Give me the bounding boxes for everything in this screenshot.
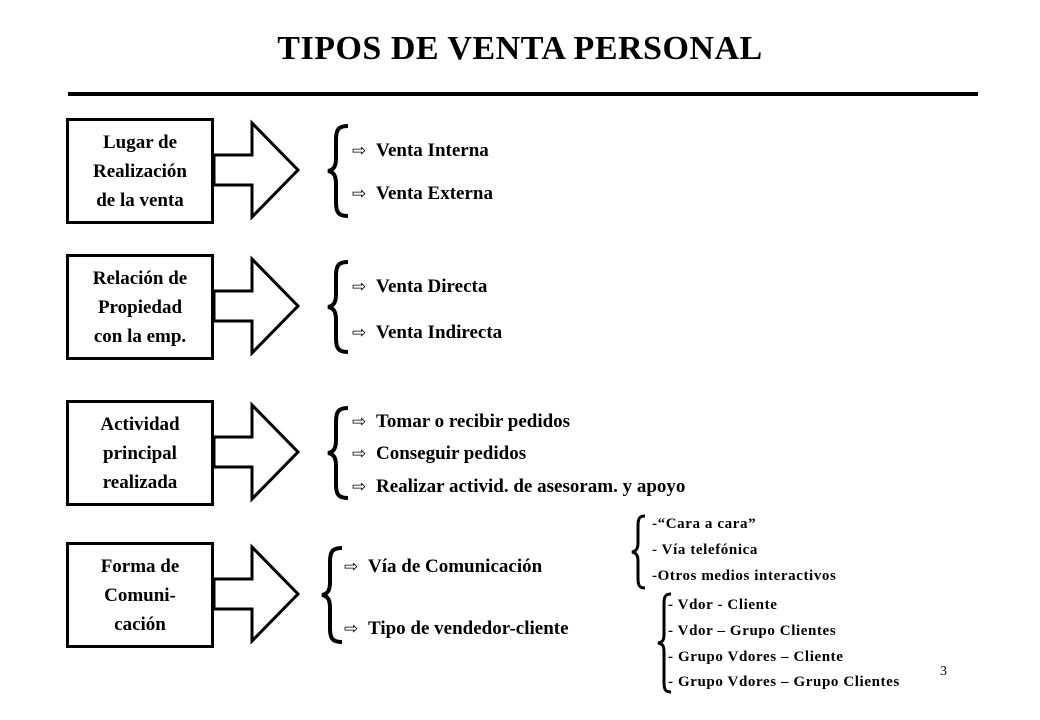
item-text: Realizar activid. de asesoram. y apoyo bbox=[376, 476, 686, 497]
left-brace-icon bbox=[631, 514, 646, 590]
item-text: Tomar o recibir pedidos bbox=[376, 411, 571, 432]
box-line: Comuni- bbox=[104, 584, 176, 606]
list-item: ⇨ Venta Interna bbox=[352, 140, 489, 162]
list-item: ⇨ Venta Indirecta bbox=[352, 322, 502, 344]
right-arrow-icon: ⇨ bbox=[344, 557, 359, 577]
list-item: ⇨ Venta Directa bbox=[352, 276, 487, 298]
left-brace-icon bbox=[327, 124, 349, 218]
box-line: Actividad bbox=[100, 413, 180, 435]
left-brace-icon bbox=[657, 592, 672, 694]
right-arrow-icon: ⇨ bbox=[352, 412, 367, 432]
item-text: Venta Interna bbox=[376, 140, 489, 161]
sub-item: - Grupo Vdores – Cliente bbox=[668, 649, 844, 665]
block-arrow-icon bbox=[212, 255, 301, 357]
right-arrow-icon: ⇨ bbox=[352, 444, 367, 464]
category-box-relacion: Relación de Propiedad con la emp. bbox=[66, 254, 214, 360]
list-item: ⇨ Tomar o recibir pedidos bbox=[352, 411, 570, 433]
box-line: Realización bbox=[93, 160, 187, 182]
block-arrow-icon bbox=[212, 543, 301, 645]
box-line: Propiedad bbox=[97, 296, 183, 318]
left-brace-icon bbox=[327, 406, 349, 500]
right-arrow-icon: ⇨ bbox=[352, 277, 367, 297]
right-arrow-icon: ⇨ bbox=[352, 323, 367, 343]
right-arrow-icon: ⇨ bbox=[352, 141, 367, 161]
box-line: principal bbox=[103, 442, 177, 464]
block-arrow-icon bbox=[212, 119, 301, 221]
sub-item: - Vdor - Cliente bbox=[668, 597, 778, 613]
sub-item: - Grupo Vdores – Grupo Clientes bbox=[668, 674, 900, 690]
box-line: cación bbox=[114, 613, 166, 635]
right-arrow-icon: ⇨ bbox=[344, 619, 359, 639]
item-text: Venta Externa bbox=[376, 183, 493, 204]
sub-item: - Vía telefónica bbox=[652, 542, 758, 558]
category-box-actividad: Actividad principal realizada bbox=[66, 400, 214, 506]
sub-item: - Vdor – Grupo Clientes bbox=[668, 623, 837, 639]
sub-item: -“Cara a cara” bbox=[652, 516, 757, 532]
list-item: ⇨ Conseguir pedidos bbox=[352, 443, 526, 465]
block-arrow-icon bbox=[212, 401, 301, 503]
category-box-lugar: Lugar de Realización de la venta bbox=[66, 118, 214, 224]
list-item: ⇨ Realizar activid. de asesoram. y apoyo bbox=[352, 476, 685, 498]
item-text: Venta Indirecta bbox=[376, 322, 503, 343]
page-title: TIPOS DE VENTA PERSONAL bbox=[277, 30, 763, 67]
box-line: realizada bbox=[102, 471, 178, 493]
right-arrow-icon: ⇨ bbox=[352, 477, 367, 497]
box-line: Lugar de bbox=[102, 131, 178, 153]
box-line: de la venta bbox=[96, 189, 184, 211]
right-arrow-icon: ⇨ bbox=[352, 184, 367, 204]
sub-item: -Otros medios interactivos bbox=[652, 568, 837, 584]
title-underline bbox=[68, 92, 978, 96]
page-number: 3 bbox=[940, 664, 947, 679]
item-text: Conseguir pedidos bbox=[376, 443, 527, 464]
box-line: con la emp. bbox=[93, 325, 187, 347]
list-item: ⇨ Vía de Comunicación bbox=[344, 556, 542, 578]
box-line: Relación de bbox=[92, 267, 188, 289]
box-line: Forma de bbox=[100, 555, 180, 577]
item-text: Tipo de vendedor-cliente bbox=[368, 618, 569, 639]
left-brace-icon bbox=[327, 260, 349, 354]
list-item: ⇨ Venta Externa bbox=[352, 183, 493, 205]
item-text: Vía de Comunicación bbox=[368, 556, 543, 577]
list-item: ⇨ Tipo de vendedor-cliente bbox=[344, 618, 569, 640]
item-text: Venta Directa bbox=[376, 276, 488, 297]
left-brace-icon bbox=[321, 546, 343, 644]
category-box-forma: Forma de Comuni- cación bbox=[66, 542, 214, 648]
